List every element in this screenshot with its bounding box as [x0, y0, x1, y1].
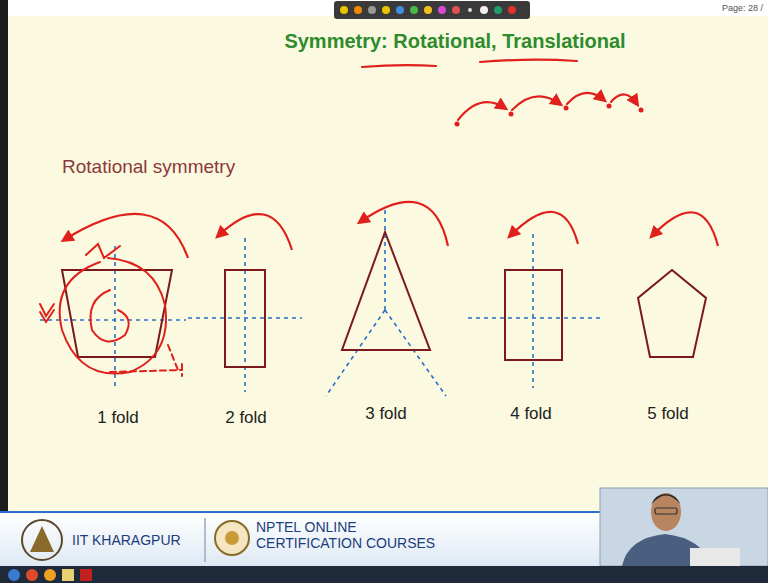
tool-icon — [480, 6, 488, 14]
video-frame — [600, 488, 768, 566]
tool-icon — [508, 6, 516, 14]
presenter-video — [600, 488, 768, 566]
scribble-loop — [60, 258, 166, 374]
shape-caption: 5 fold — [647, 404, 689, 424]
rectangle-shape — [225, 270, 265, 367]
presenter-glasses — [655, 508, 677, 514]
symmetry-axes — [40, 210, 602, 396]
tool-icon — [410, 6, 418, 14]
presenter-hair — [651, 494, 681, 505]
shape-caption: 2 fold — [225, 408, 267, 428]
axis-line — [114, 246, 116, 388]
axis-line — [244, 238, 246, 392]
left-edge — [0, 0, 8, 583]
logo-ring — [22, 520, 62, 560]
axis-line — [188, 317, 302, 319]
iit-logo — [22, 520, 62, 560]
presenter-head — [651, 493, 681, 531]
footer-divider — [204, 518, 206, 562]
desk-object — [690, 548, 740, 566]
video-border — [600, 488, 768, 566]
course-banner: NPTEL ONLINE CERTIFICATION COURSES — [256, 519, 456, 551]
scribble-loop — [90, 290, 128, 341]
taskbar-icon — [8, 569, 20, 581]
tool-icon — [452, 6, 460, 14]
hand-annotations — [362, 60, 637, 120]
underline-stroke — [362, 65, 436, 67]
rotation-arrow — [360, 202, 448, 246]
nptel-logo — [215, 521, 249, 555]
lattice-dot — [639, 108, 644, 113]
taskbar-icon — [26, 569, 38, 581]
tool-icon — [368, 6, 376, 14]
lattice-dot — [607, 104, 612, 109]
taskbar-icons — [8, 569, 92, 581]
tool-icon — [340, 6, 348, 14]
tool-icon — [494, 6, 502, 14]
underline-stroke — [480, 60, 577, 62]
tool-icon — [468, 8, 472, 12]
slide-title: Symmetry: Rotational, Translational — [284, 30, 625, 53]
axis-line — [40, 319, 186, 321]
translation-dots — [455, 104, 644, 127]
hand-scribbles — [40, 244, 182, 376]
rotation-arrow — [510, 212, 578, 244]
logo-tree — [30, 526, 54, 552]
rotation-arrow — [652, 212, 718, 246]
taskbar-icon — [44, 569, 56, 581]
axis-line — [468, 317, 602, 319]
toolbar-bar — [334, 1, 530, 19]
scribble-mark — [86, 244, 120, 258]
taskbar — [0, 566, 768, 583]
shape-caption: 3 fold — [365, 404, 407, 424]
tool-icon — [396, 6, 404, 14]
shape-caption: 1 fold — [97, 408, 139, 428]
logo-core — [225, 531, 239, 545]
scribble-bracket — [110, 345, 182, 376]
axis-line — [385, 310, 446, 396]
axis-line — [384, 210, 386, 310]
taskbar-icon — [62, 569, 74, 581]
institute-name: IIT KHARAGPUR — [72, 532, 181, 548]
tool-icon — [424, 6, 432, 14]
tool-icon — [354, 6, 362, 14]
pentagon-shape — [638, 270, 706, 357]
axis-line — [532, 234, 534, 388]
tool-icon — [438, 6, 446, 14]
pen-toolbar — [334, 1, 530, 19]
scribble-mark — [40, 304, 54, 322]
page-number: Page: 28 / — [722, 3, 763, 13]
shape-caption: 4 fold — [510, 404, 552, 424]
rotation-arrow — [64, 214, 188, 258]
lattice-dot — [564, 106, 569, 111]
axis-line — [326, 310, 385, 396]
tool-icon — [382, 6, 390, 14]
translation-arrow — [512, 96, 560, 110]
logo-ring — [215, 521, 249, 555]
section-heading: Rotational symmetry — [62, 156, 235, 178]
taskbar-icon — [80, 569, 92, 581]
translation-arrow — [567, 93, 604, 104]
square-shape — [505, 270, 562, 360]
lattice-dot — [455, 122, 460, 127]
rotation-arrow — [218, 214, 292, 250]
translation-arrow — [458, 102, 505, 120]
lattice-dot — [509, 112, 514, 117]
translation-arrow — [611, 94, 637, 104]
triangle-shape — [342, 232, 430, 350]
